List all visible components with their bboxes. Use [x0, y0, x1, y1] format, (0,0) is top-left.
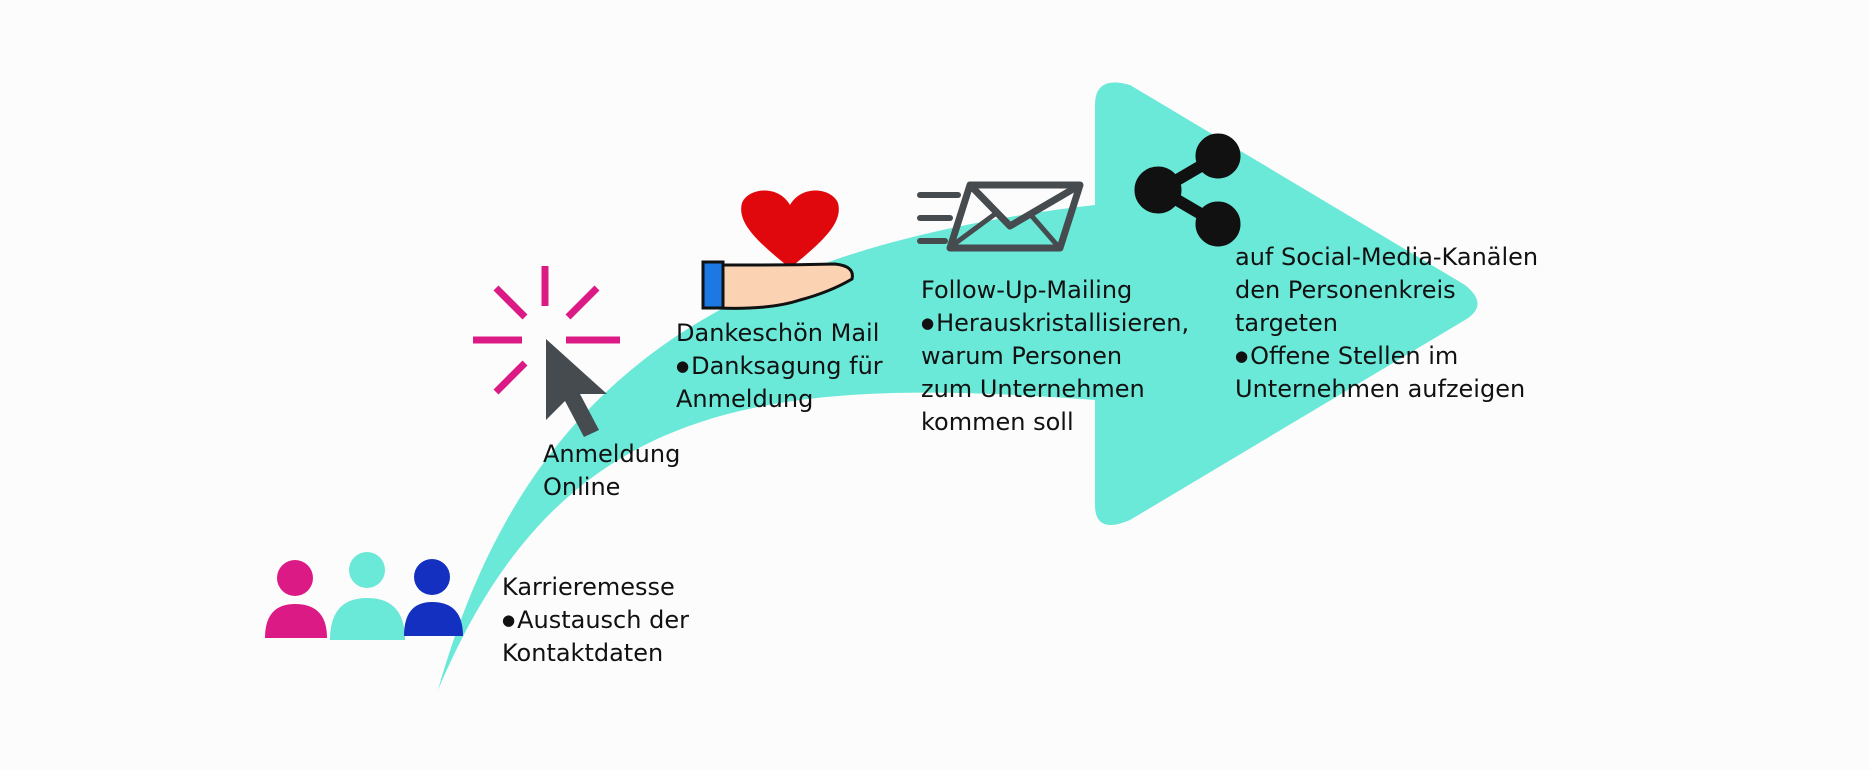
step-title: Dankeschön Mail — [676, 319, 880, 347]
step-title-continued: den Personenkreis — [1235, 276, 1456, 304]
step-bullet: Herauskristallisieren, — [921, 307, 1189, 340]
step-bullet-continued: Unternehmen aufzeigen — [1235, 375, 1526, 403]
step-title: Karrieremesse — [502, 573, 675, 601]
share-icon — [1134, 133, 1241, 247]
cursor-click-icon — [473, 266, 620, 437]
person-turquoise-head — [349, 552, 385, 588]
hand-heart-icon — [701, 190, 854, 310]
step-bullet: Austausch der — [502, 604, 689, 637]
step-title-continued: targeten — [1235, 309, 1338, 337]
cuff — [701, 260, 725, 310]
person-blue-body — [404, 602, 463, 636]
share-node-top — [1195, 133, 1241, 179]
step-title: auf Social-Media-Kanälen — [1235, 243, 1539, 271]
share-node-left — [1134, 166, 1182, 214]
mail-fast-icon — [917, 181, 1084, 252]
person-turquoise-body — [330, 598, 405, 640]
envelope-fold-right — [1028, 212, 1059, 247]
people-group-icon — [265, 552, 463, 640]
heart — [741, 190, 839, 268]
step-text-social-media: auf Social-Media-Kanälen den Personenkre… — [1235, 241, 1538, 406]
step-bullet: Danksagung für — [676, 350, 883, 383]
person-magenta-body — [265, 604, 327, 638]
step-bullet-continued: kommen soll — [921, 408, 1074, 436]
envelope-flap — [967, 181, 1082, 230]
step-title-continued: Online — [543, 473, 621, 501]
step-bullet: Offene Stellen im — [1235, 340, 1538, 373]
share-node-bottom — [1195, 201, 1241, 247]
step-title: Anmeldung — [543, 440, 681, 468]
step-bullet-continued: warum Personen — [921, 342, 1123, 370]
cursor-arrow — [546, 339, 607, 437]
person-magenta-head — [277, 560, 313, 596]
step-bullet-continued: Kontaktdaten — [502, 639, 664, 667]
person-blue-head — [414, 559, 450, 595]
envelope — [946, 181, 1084, 252]
step-bullet-continued: zum Unternehmen — [921, 375, 1145, 403]
step-text-follow-up-mailing: Follow-Up-Mailing Herauskristallisieren,… — [921, 274, 1189, 439]
click-rays — [473, 266, 620, 395]
step-text-dankeschoen-mail: Dankeschön Mail Danksagung für Anmeldung — [676, 317, 883, 416]
palm — [716, 262, 854, 310]
step-text-karrieremesse: Karrieremesse Austausch der Kontaktdaten — [502, 571, 689, 670]
step-title: Follow-Up-Mailing — [921, 276, 1133, 304]
step-text-anmeldung-online: Anmeldung Online — [543, 438, 680, 504]
step-bullet-continued: Anmeldung — [676, 385, 814, 413]
envelope-fold-left — [951, 211, 997, 248]
